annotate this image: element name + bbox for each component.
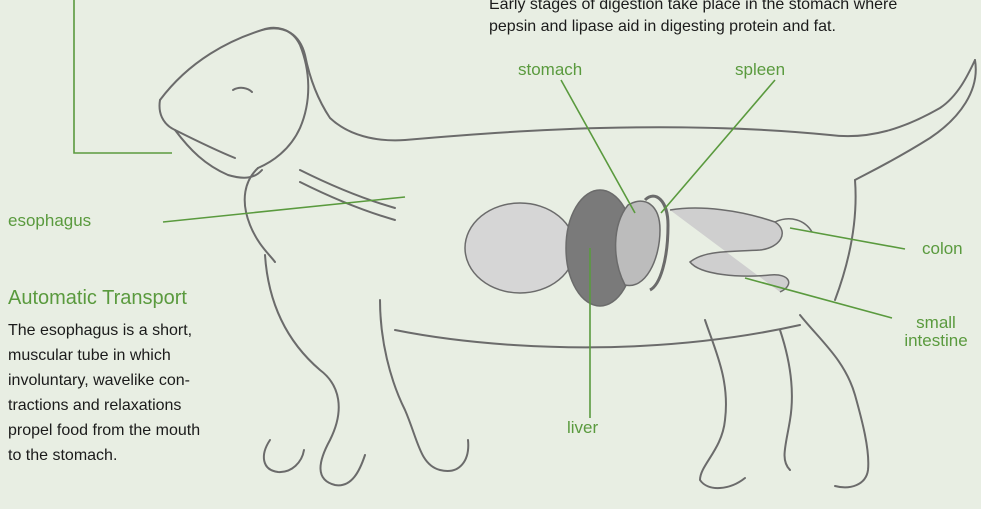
label-spleen: spleen [735, 60, 785, 80]
top-caption-line1: Early stages of digestion take place in … [489, 0, 897, 16]
leader-small-intestine [745, 278, 892, 318]
label-esophagus: esophagus [8, 211, 91, 231]
sidebar-line: The esophagus is a short, [8, 318, 248, 343]
label-small-intestine-line2: intestine [893, 332, 979, 350]
sidebar-line: to the stomach. [8, 443, 248, 468]
sidebar-line: tractions and relaxations [8, 393, 248, 418]
sidebar-title: Automatic Transport [8, 287, 187, 310]
top-caption: Early stages of digestion take place in … [489, 0, 897, 38]
leader-colon [790, 228, 905, 249]
sidebar-line: propel food from the mouth [8, 418, 248, 443]
label-small-intestine-line1: small [893, 314, 979, 332]
top-caption-line2: pepsin and lipase aid in digesting prote… [489, 16, 897, 38]
sidebar-line: involuntary, wavelike con- [8, 368, 248, 393]
label-stomach: stomach [518, 60, 582, 80]
label-small-intestine: small intestine [893, 314, 979, 350]
label-liver: liver [567, 418, 598, 438]
sidebar-line: muscular tube in which [8, 343, 248, 368]
organs [465, 190, 812, 306]
organ-stomach [616, 201, 660, 285]
sidebar-body: The esophagus is a short, muscular tube … [8, 318, 248, 468]
leader-spleen [661, 80, 775, 213]
leader-top-left [74, 0, 172, 153]
organ-cluster [465, 203, 575, 293]
leader-esophagus [163, 197, 405, 222]
organ-intestines [670, 208, 789, 292]
label-colon: colon [922, 239, 963, 259]
